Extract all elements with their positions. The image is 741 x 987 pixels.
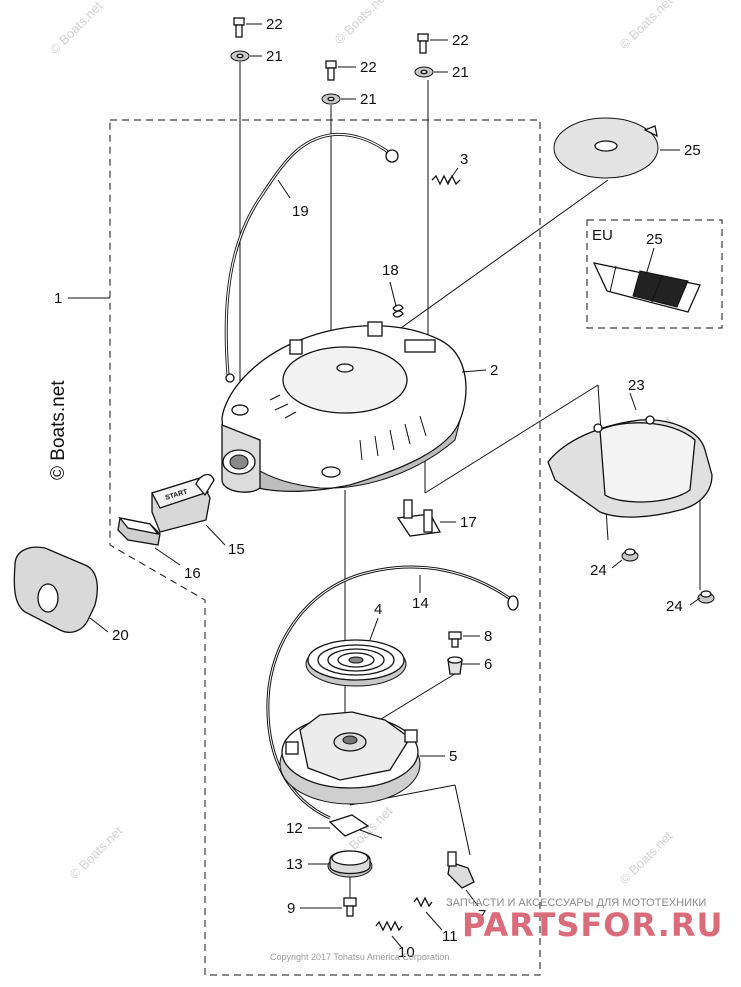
callout-10: 10 (398, 944, 415, 961)
callout-18: 18 (382, 262, 399, 279)
part-24-grommet-b (697, 590, 715, 604)
part-5-reel (279, 711, 421, 805)
callout-24: 24 (666, 598, 683, 615)
washer-21-right (414, 66, 434, 78)
callout-15: 15 (228, 541, 245, 558)
part-25-eu-label (592, 262, 701, 313)
washer-21-left (230, 50, 250, 62)
part-11-spring (413, 896, 433, 908)
part-8-screw (448, 631, 462, 648)
bolt-22-center (325, 60, 337, 81)
part-10-spring (375, 920, 403, 932)
copyright-text: Copyright 2017 Tohatsu America Corporati… (270, 952, 449, 962)
part-23-cover (547, 415, 713, 518)
callout-22: 22 (360, 59, 377, 76)
watermark: © Boats.net (332, 0, 391, 47)
part-13-cap (327, 850, 373, 878)
part-25-disc (553, 117, 659, 179)
callout-6: 6 (484, 656, 492, 673)
bolt-22-right (417, 33, 429, 54)
callout-25: 25 (684, 142, 701, 159)
guide-line (454, 784, 471, 856)
watermark-vertical: © Boats.net (48, 380, 69, 480)
part-17-bracket (396, 499, 442, 537)
callout-16: 16 (184, 565, 201, 582)
callout-1: 1 (54, 290, 62, 307)
callout-20: 20 (112, 627, 129, 644)
guide-line (424, 384, 599, 494)
brand-name: PARTSFOR.RU (462, 906, 723, 944)
callout-3: 3 (460, 151, 468, 168)
eu-box (586, 219, 723, 329)
callout-12: 12 (286, 820, 303, 837)
part-6-collar (447, 656, 463, 675)
callout-21: 21 (360, 91, 377, 108)
callout-19: 19 (292, 203, 309, 220)
part-15-start-handle: START (151, 473, 215, 533)
callout-11: 11 (442, 928, 458, 945)
part-24-grommet-a (621, 548, 639, 562)
watermark: © Boats.net (617, 828, 676, 887)
part-7-pawl (447, 851, 475, 889)
brand-watermark: ЗАПЧАСТИ И АКСЕССУАРЫ ДЛЯ МОТОТЕХНИКИ PA… (446, 897, 723, 944)
callout-21: 21 (452, 64, 469, 81)
part-4-spiral-spring (305, 639, 407, 687)
bolt-22-left (233, 17, 245, 38)
callout-8: 8 (484, 628, 492, 645)
callout-25: 25 (646, 231, 663, 248)
part-3-spring (431, 174, 461, 186)
part-9-screw (343, 897, 357, 917)
part-18-spring (392, 304, 404, 318)
part-16-block (117, 517, 161, 546)
brand-tagline: ЗАПЧАСТИ И АКСЕССУАРЫ ДЛЯ МОТОТЕХНИКИ (446, 897, 706, 909)
callout-9: 9 (287, 900, 295, 917)
watermark: © Boats.net (47, 0, 106, 57)
callout-14: 14 (412, 595, 429, 612)
eu-label: EU (592, 227, 613, 244)
callout-24: 24 (590, 562, 607, 579)
callout-2: 2 (490, 362, 498, 379)
leader-lines (68, 23, 701, 949)
watermark: © Boats.net (617, 0, 676, 52)
callout-7: 7 (478, 907, 486, 924)
callouts: 1 22 21 22 21 22 21 3 19 25 25 18 2 23 1… (54, 16, 701, 961)
callout-22: 22 (266, 16, 283, 33)
callout-23: 23 (628, 377, 645, 394)
part-2-starter-housing (221, 321, 467, 493)
callout-13: 13 (286, 856, 303, 873)
part-12-clip (328, 814, 383, 839)
callout-17: 17 (460, 514, 477, 531)
callout-21: 21 (266, 48, 283, 65)
callout-5: 5 (449, 748, 457, 765)
assembly-boundary (109, 119, 541, 976)
watermark: © Boats.net (67, 823, 126, 882)
callout-4: 4 (374, 601, 382, 618)
part-20-gasket (13, 546, 98, 633)
washer-21-center (321, 93, 341, 105)
callout-22: 22 (452, 32, 469, 49)
